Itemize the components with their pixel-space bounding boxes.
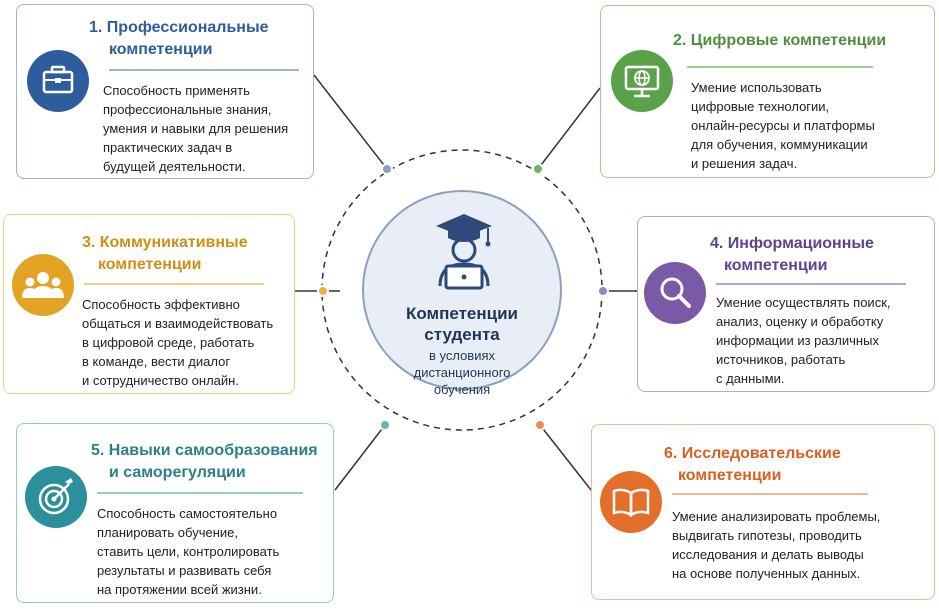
card-description: Умение осуществлять поиск, анализ, оценк… [716, 295, 891, 386]
card-title: 4. Информационные [710, 235, 874, 252]
card-title-line2: компетенции [724, 257, 828, 274]
card-divider [109, 69, 299, 71]
student-laptop-icon [436, 214, 492, 290]
connector-dot-2 [532, 163, 544, 175]
card-description: Способность применять профессиональные з… [103, 83, 289, 174]
connector-6 [539, 424, 592, 491]
card-description: Умение использовать цифровые технологии,… [691, 80, 875, 171]
card-divider [716, 283, 906, 285]
connector-dot-3 [317, 285, 329, 297]
card-divider [84, 283, 264, 285]
card-title-line2: компетенции [98, 256, 202, 273]
target-icon [25, 466, 87, 528]
card-title: 1. Профессиональные [89, 19, 269, 36]
card-digital: 2. Цифровые компетенции Умение использов… [600, 5, 935, 178]
people-group-icon [12, 254, 74, 316]
card-description: Способность самостоятельно планировать о… [97, 506, 280, 597]
center-subtitle-line1: в условиях [428, 348, 496, 363]
card-research: 6. Исследовательские компетенции Умение … [591, 424, 935, 600]
connector-5 [334, 424, 386, 491]
connector-2 [537, 87, 601, 170]
card-communicative: 3. Коммуникативные компетенции Способнос… [3, 214, 295, 394]
card-title: 6. Исследовательские [664, 445, 841, 462]
card-title: 2. Цифровые компетенции [673, 32, 887, 49]
card-title-line2: компетенции [109, 41, 213, 58]
center-subtitle-line3: обучения [433, 382, 491, 397]
card-description: Умение анализировать проблемы, выдвигать… [672, 509, 881, 581]
card-title-line2: и саморегуляции [109, 464, 246, 481]
connector-1 [313, 74, 388, 170]
connector-dot-5 [379, 419, 391, 431]
briefcase-icon [27, 50, 89, 112]
card-divider [672, 493, 868, 495]
card-professional: 1. Профессиональные компетенции Способно… [16, 4, 314, 179]
card-title: 3. Коммуникативные [82, 234, 248, 251]
connector-dot-1 [381, 163, 393, 175]
card-divider [97, 492, 303, 494]
open-book-icon [600, 471, 662, 533]
center-title-line2: студента [424, 325, 500, 344]
connector-dot-4 [597, 285, 609, 297]
card-title: 5. Навыки самообразования [91, 442, 318, 459]
center-title-line1: Компетенции [405, 304, 518, 323]
card-description: Способность эффективно общаться и взаимо… [82, 297, 274, 388]
card-title-line2: компетенции [678, 467, 782, 484]
card-self-education: 5. Навыки самообразования и саморегуляци… [16, 423, 334, 603]
magnifier-icon [644, 262, 706, 324]
center-subtitle-line2: дистанционного [413, 365, 511, 380]
center-node: Компетенции студента в условиях дистанци… [362, 190, 562, 397]
card-divider [687, 66, 873, 68]
monitor-globe-icon [611, 50, 673, 112]
card-informational: 4. Информационные компетенции Умение осу… [637, 216, 935, 392]
connector-dot-6 [534, 419, 546, 431]
